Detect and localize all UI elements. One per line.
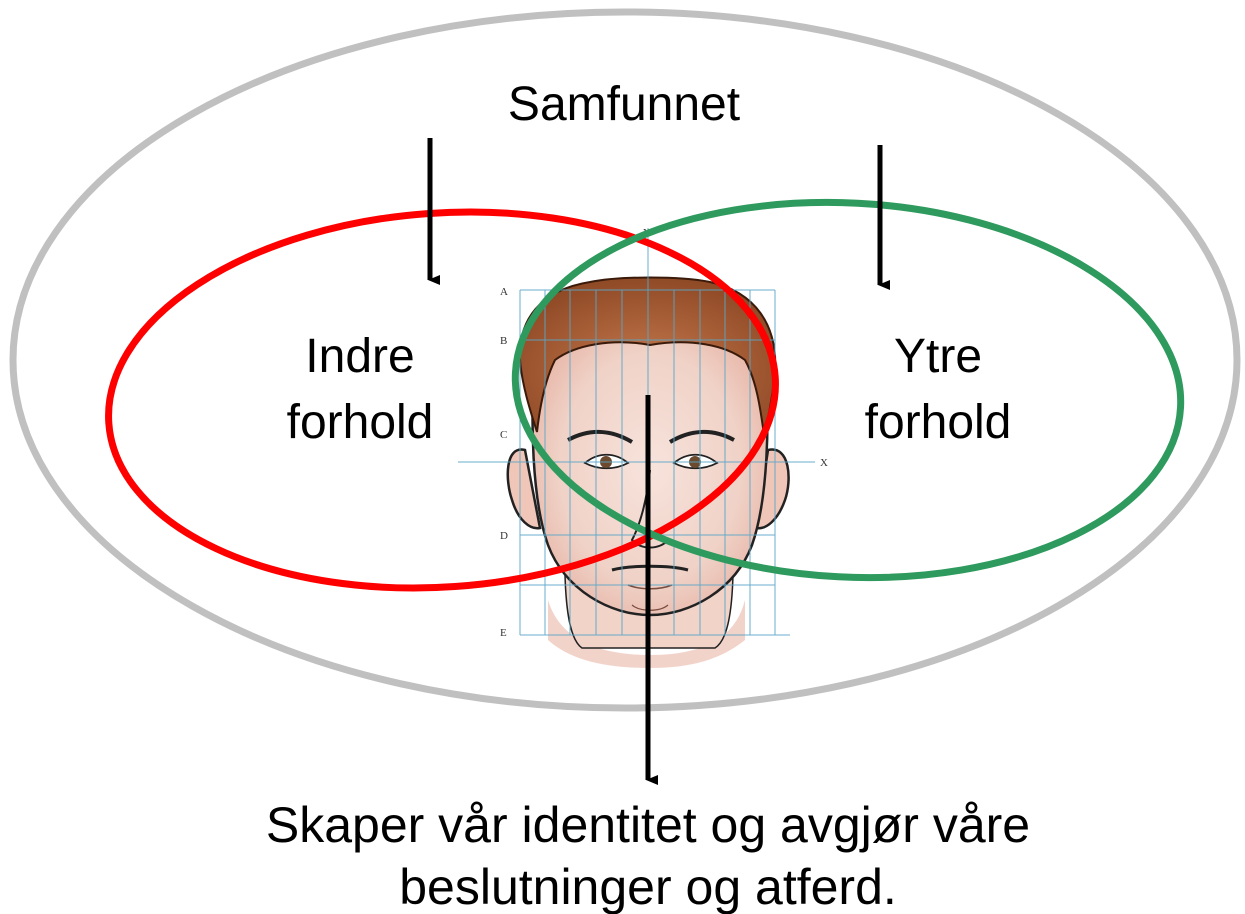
- society-label: Samfunnet: [508, 78, 740, 131]
- conclusion-text-line2: beslutninger og atferd.: [399, 859, 897, 914]
- inner-conditions-label-line2: forhold: [287, 396, 434, 449]
- grid-row-e-label: E: [500, 627, 507, 639]
- society-ellipse: [9, 8, 1241, 712]
- grid-row-a-label: A: [500, 286, 508, 298]
- grid-row-d-label: D: [500, 530, 508, 542]
- outer-conditions-label-line2: forhold: [865, 396, 1012, 449]
- grid-row-b-label: B: [500, 335, 507, 347]
- outer-conditions-label-line1: Ytre: [894, 330, 982, 383]
- inner-conditions-label-line1: Indre: [305, 330, 414, 383]
- outer-conditions-ellipse: [511, 198, 1185, 582]
- conclusion-text-line1: Skaper vår identitet og avgjør våre: [266, 797, 1030, 853]
- grid-axis-x-label: X: [820, 457, 828, 469]
- grid-row-c-label: C: [500, 429, 507, 441]
- face-illustration: A B C D E X Y: [458, 227, 828, 668]
